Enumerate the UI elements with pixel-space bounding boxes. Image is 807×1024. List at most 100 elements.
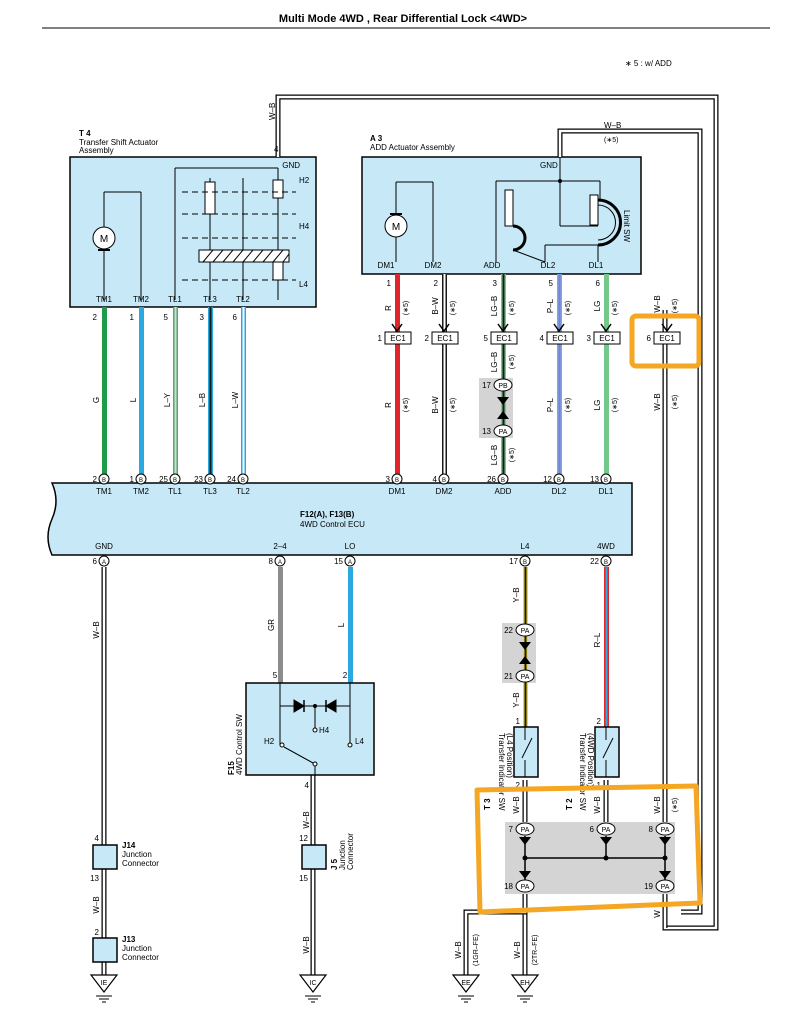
ecu-dl2-name: DL2 (552, 487, 567, 496)
wire-option-lg-lower: (∗5) (612, 398, 619, 412)
t2-pin2: 2 (597, 717, 602, 726)
ecu-dm2-pin: 4 (433, 475, 438, 484)
ecu-tl1-name: TL1 (168, 487, 182, 496)
wire-color-wb-eh: W–B (513, 941, 522, 958)
t3-switch (513, 726, 539, 778)
a3-ecu-wires (395, 274, 609, 474)
ecu-dl1-conn: B (604, 478, 608, 484)
f15-h4-label: H4 (319, 726, 330, 735)
ecu-add-name: ADD (495, 487, 512, 496)
pb-pa-arrows-icon (497, 397, 509, 419)
ecu-4wd-conn: B (604, 560, 608, 566)
wire-option-lgb-lower: (∗5) (509, 448, 516, 462)
t4-gnd-pin: 4 (274, 145, 279, 154)
ecu-dl1-name: DL1 (599, 487, 614, 496)
a3-name: ADD Actuator Assembly (370, 143, 455, 152)
pa-bus-18-label: PA (521, 884, 530, 891)
ee-engine-note: (1GR–FE) (473, 934, 480, 966)
a3-pin-dl2: 5 (549, 279, 554, 288)
ecu-tl1-pin: 25 (159, 475, 168, 484)
wire-color-wb-f15: W–B (302, 811, 311, 828)
t4-pin-name-tl2: TL2 (236, 295, 250, 304)
t4-gnd-wire-color: W–B (268, 103, 277, 120)
ground-eh-label: EH (520, 980, 530, 987)
diagram-title: Multi Mode 4WD , Rear Differential Lock … (279, 13, 527, 25)
wire-color-bw-lower: B–W (431, 396, 440, 414)
j14-name1: Junction (122, 850, 152, 859)
ec1-pin-1: 1 (378, 334, 383, 343)
t2-switch (594, 726, 620, 778)
f15-h2-contact (279, 742, 285, 748)
wire-color-wb-t3: W–B (512, 796, 521, 813)
svg-text:M: M (392, 222, 400, 233)
a3-pin-name-dl2: DL2 (541, 261, 556, 270)
j13-connector (92, 937, 118, 963)
ecu-dm2-name: DM2 (436, 487, 453, 496)
ground-eh-icon (510, 974, 540, 1003)
ec1-pin-5: 5 (484, 334, 489, 343)
t4-pin-name-tm1: TM1 (96, 295, 113, 304)
ground-ee-icon (451, 974, 481, 1003)
j14-connector (92, 844, 118, 870)
wire-color-pl-lower: P–L (546, 397, 555, 412)
a3-gnd-wire-color: W–B (604, 121, 621, 130)
ecu-24-name: 2–4 (273, 542, 287, 551)
f15-common-contact (312, 761, 318, 767)
wire-yb-shaded-stripe (524, 623, 527, 683)
f15-name: 4WD Control SW (235, 714, 244, 775)
ecu-l4-conn: B (523, 560, 527, 566)
wire-option-wb-lower: (∗5) (672, 395, 679, 409)
t4-pin-name-tl1: TL1 (168, 295, 182, 304)
ecu-tm2-conn: B (139, 478, 143, 484)
wire-rl-stripe (605, 567, 608, 727)
a3-id: A 3 (370, 134, 383, 143)
wire-color-wb-ee: W–B (454, 941, 463, 958)
wire-color-wb-t2: W–B (593, 796, 602, 813)
pa-bus-19-label: PA (661, 884, 670, 891)
f15-h2-label: H2 (264, 737, 275, 746)
ecu-box (47, 482, 633, 556)
ecu-l4-pin: 17 (509, 557, 518, 566)
pa-bus-7-connector (515, 822, 535, 836)
j13-pin-top: 2 (95, 928, 100, 937)
a3-pin-name-dl1: DL1 (589, 261, 604, 270)
j5-id: J 5 (330, 858, 339, 870)
f15-pin2: 2 (343, 671, 348, 680)
wire-color-r-lower: R (384, 402, 393, 408)
wire-color-rl: R–L (593, 632, 602, 647)
ec1-pin-6: 6 (647, 334, 652, 343)
j5-name1: Junction (338, 840, 347, 870)
ecu-dm1-pin: 3 (386, 475, 391, 484)
ecu-tm1-name: TM1 (96, 487, 113, 496)
f15-id: F15 (227, 761, 236, 775)
ec1-pin-2: 2 (425, 334, 430, 343)
wire-color-ly: L–Y (163, 392, 172, 407)
ecu-tl2-pin: 24 (227, 475, 236, 484)
wire-color-bw: B–W (431, 297, 440, 315)
ground-ic-label: IC (310, 980, 317, 987)
lgb-wire-shaded-stripe (502, 378, 505, 438)
ecu-tm1-conn: B (102, 478, 106, 484)
wire-color-lg-lower: LG (593, 400, 602, 411)
pb-connector (493, 378, 513, 392)
ec1-pin-4: 4 (540, 334, 545, 343)
a3-pin-name-dm1: DM1 (378, 261, 395, 270)
pa-yb-top-connector (515, 623, 535, 637)
t2-name2: (4WD Position) (586, 733, 595, 787)
t4-motor-icon: M (92, 191, 142, 300)
ecu-lo-conn: A (348, 560, 352, 566)
pa-yb-top-label: PA (521, 628, 530, 635)
ecu-4wd-name: 4WD (597, 542, 615, 551)
ecu-gnd-pin: 6 (93, 557, 98, 566)
j13-name2: Connector (122, 953, 159, 962)
t4-id: T 4 (79, 129, 91, 138)
t3-pin1: 1 (516, 717, 521, 726)
option-note: ∗ 5 : w/ ADD (625, 59, 672, 68)
f15-h4-contact (312, 727, 318, 733)
ecu-tl2-name: TL2 (236, 487, 250, 496)
pa-bus-junction-right (662, 855, 668, 861)
pa-lgb-label: PA (499, 429, 508, 436)
ground-ee-label: EE (461, 980, 471, 987)
ecu-24-conn: A (278, 560, 282, 566)
